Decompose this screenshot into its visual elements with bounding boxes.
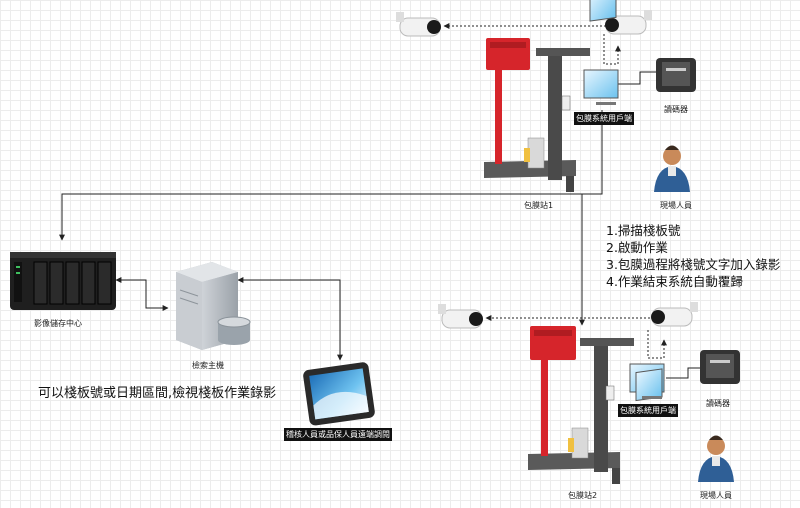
tablet-label: 稽核人員或品保人員遠端調閱 [284,428,392,441]
client1-label: 包膜系統用戶端 [574,112,634,125]
step-3: 3.包膜過程將棧號文字加入錄影 [606,257,781,272]
code-reader-1 [656,58,696,92]
operator2-label: 現場人員 [700,491,732,500]
database-icon [217,316,251,345]
camera-1-left [396,12,441,37]
camera-1-right [605,10,652,35]
step-2: 2.啟動作業 [606,240,668,255]
wrapping-machine-1 [484,38,590,192]
code-reader-2 [700,350,740,384]
camera-sensor-link-station2 [647,330,667,359]
link-station1-to-storage [59,110,603,241]
client-monitor-2 [629,363,665,402]
station1-label: 包膜站1 [524,201,554,210]
query-note: 可以棧板號或日期區間,檢視棧板作業錄影 [38,386,277,401]
link-host-tablet [237,277,343,361]
process-steps: 1.掃描棧板號 2.啟動作業 3.包膜過程將棧號文字加入錄影 4.作業結束系統自… [606,222,780,290]
client2-label: 包膜系統用戶端 [618,404,678,417]
step-1: 1.掃描棧板號 [606,223,681,238]
wrapping-machine-2 [528,326,634,484]
link-client1-reader1 [618,71,656,85]
camera-sensor-link-station1 [603,34,621,65]
station2-label: 包膜站2 [568,491,598,500]
search-host-label: 檢索主機 [192,361,224,370]
link-storage-host [115,277,169,311]
camera-2-left [438,304,483,329]
operator1-label: 現場人員 [660,201,692,210]
operator-2-icon [698,435,734,482]
reader1-label: 讀碼器 [664,105,688,114]
camera-2-right [651,302,698,327]
link-client2-reader2 [666,367,700,379]
tablet-icon [303,362,375,426]
storage-label: 影像儲存中心 [34,319,82,328]
step-4: 4.作業結束系統自動覆歸 [606,274,743,289]
nas-storage-icon [10,252,116,310]
operator-1-icon [654,145,690,192]
client-monitor-1 [583,0,619,105]
reader2-label: 讀碼器 [706,399,730,408]
